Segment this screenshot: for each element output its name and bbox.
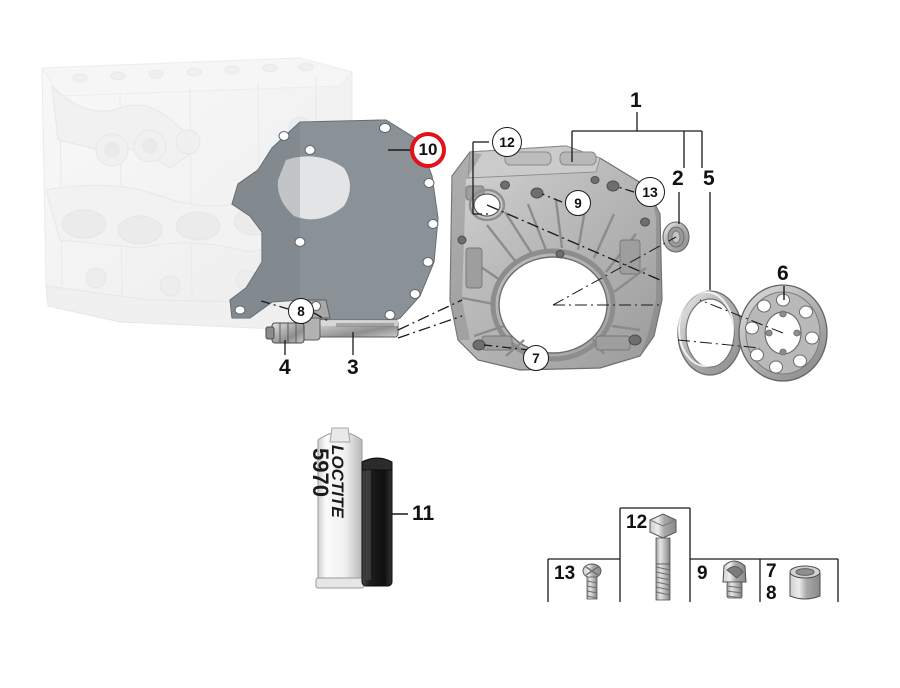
timing-cover-part-1 [449,145,663,371]
crankshaft-sensor-part-3 [299,299,399,341]
callout-circle-9[interactable]: 9 [565,190,591,216]
callout-circle-12[interactable]: 12 [492,127,522,157]
legend-icon-pan-head-screw [582,563,602,600]
gasket-part-10 [229,119,439,331]
callout-label-5: 5 [703,167,715,190]
callout-label-11: 11 [412,502,435,525]
sensor-connector-part-4 [265,322,305,344]
legend-icon-dowel-sleeve [789,565,821,600]
sealant-tube-part-11 [315,427,393,589]
callout-label-2: 2 [672,167,684,190]
sealant-product-code-text: 5970 [308,448,333,497]
callout-label-3: 3 [347,356,359,379]
callout-label-1: 1 [630,89,642,112]
legend-label-9: 9 [697,563,708,584]
legend-boxes [547,507,839,602]
callout-label-6: 6 [777,262,789,285]
callout-circle-7[interactable]: 7 [523,345,549,371]
leader-lines [257,112,785,515]
callout-circle-8[interactable]: 8 [288,298,314,324]
callout-label-4: 4 [279,356,291,379]
legend-icon-hex-bolt [649,513,677,601]
shaft-seal-ring-part-5 [677,290,743,376]
legend-label-7: 7 [766,561,777,582]
callout-circle-10-highlighted[interactable]: 10 [410,132,446,168]
legend-icon-oil-spray-nozzle [722,560,747,599]
legend-label-8: 8 [766,583,777,604]
legend-label-12: 12 [626,512,648,533]
legend-label-13: 13 [554,563,576,584]
callout-circle-13[interactable]: 13 [635,177,665,207]
